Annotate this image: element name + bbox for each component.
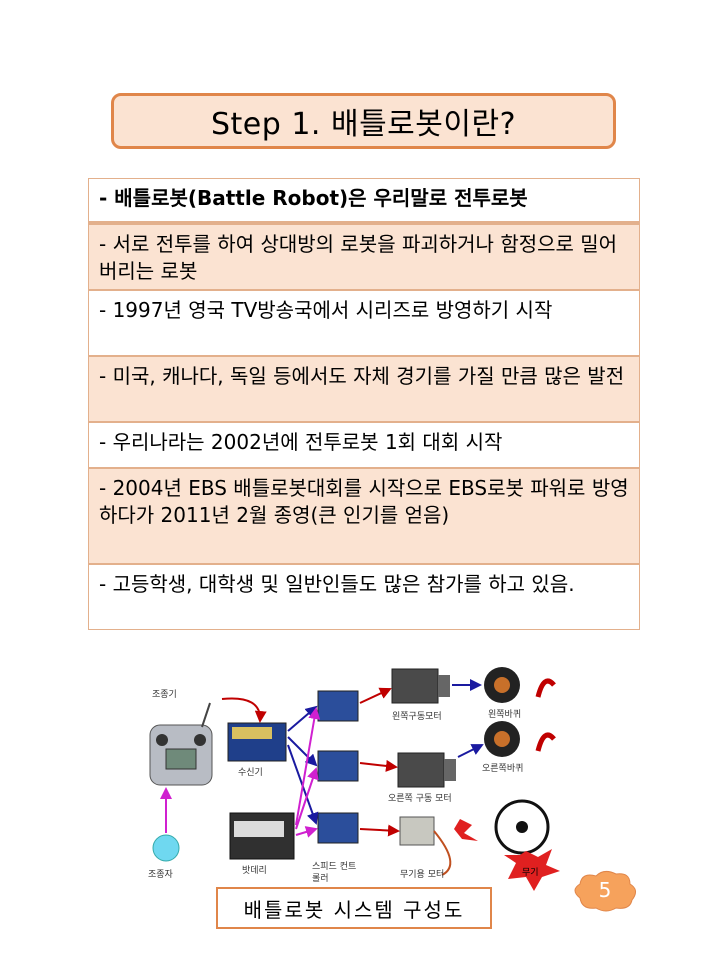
page-number: 5: [598, 878, 612, 902]
rotation-arrow-icon: [535, 732, 556, 752]
battery-image: [229, 812, 295, 860]
label-speed-controller: 스피드 컨트롤러: [312, 862, 357, 884]
receiver-image: [227, 722, 287, 762]
table-row: - 서로 전투를 하여 상대방의 로봇을 파괴하거나 함정으로 밀어버리는 로봇: [88, 224, 640, 290]
wheel-icon: [484, 667, 520, 757]
label-controller: 조종기: [152, 690, 177, 700]
label-right-motor: 오른쪽 구동 모터: [388, 794, 452, 804]
operator-face-icon: [152, 834, 180, 862]
diagram-graphics: [149, 667, 560, 891]
table-row: - 우리나라는 2002년에 전투로봇 1회 대회 시작: [88, 422, 640, 468]
table-row: - 배틀로봇(Battle Robot)은 우리말로 전투로봇: [88, 178, 640, 224]
table-row: - 2004년 EBS 배틀로봇대회를 시작으로 EBS로봇 파워로 방영하다가…: [88, 468, 640, 564]
label-weapon: 무기: [522, 868, 539, 878]
transmitter-image: [149, 702, 213, 786]
system-diagram: 조종기 조종자 수신기 밧데리 스피드 컨트롤러 왼쪽구동모터 오른쪽 구동 모…: [142, 645, 590, 915]
label-battery: 밧데리: [242, 866, 267, 876]
info-table: - 배틀로봇(Battle Robot)은 우리말로 전투로봇 - 서로 전투를…: [88, 178, 640, 630]
weapon-motor-image: [399, 816, 452, 876]
label-left-motor: 왼쪽구동모터: [392, 712, 442, 722]
label-right-wheel: 오른쪽바퀴: [482, 764, 524, 774]
label-left-wheel: 왼쪽바퀴: [488, 710, 522, 720]
drive-motor-image: [391, 668, 456, 788]
table-row: - 1997년 영국 TV방송국에서 시리즈로 방영하기 시작: [88, 290, 640, 356]
rotation-arrow-icon: [535, 678, 556, 698]
diagram-caption: 배틀로봇 시스템 구성도: [216, 887, 492, 929]
slide-title: Step 1. 배틀로봇이란?: [111, 93, 616, 149]
speed-controller-image: [317, 690, 359, 844]
table-row: - 미국, 캐나다, 독일 등에서도 자체 경기를 가질 만큼 많은 발전: [88, 356, 640, 422]
lightning-icon: [454, 819, 478, 841]
label-receiver: 수신기: [238, 768, 263, 778]
table-row: - 고등학생, 대학생 및 일반인들도 많은 참가를 하고 있음.: [88, 564, 640, 630]
weapon-burst-icon: [504, 849, 560, 891]
label-weapon-motor: 무기용 모터: [400, 870, 445, 880]
page-badge-cloud-icon: [574, 870, 636, 912]
label-operator: 조종자: [148, 870, 173, 880]
